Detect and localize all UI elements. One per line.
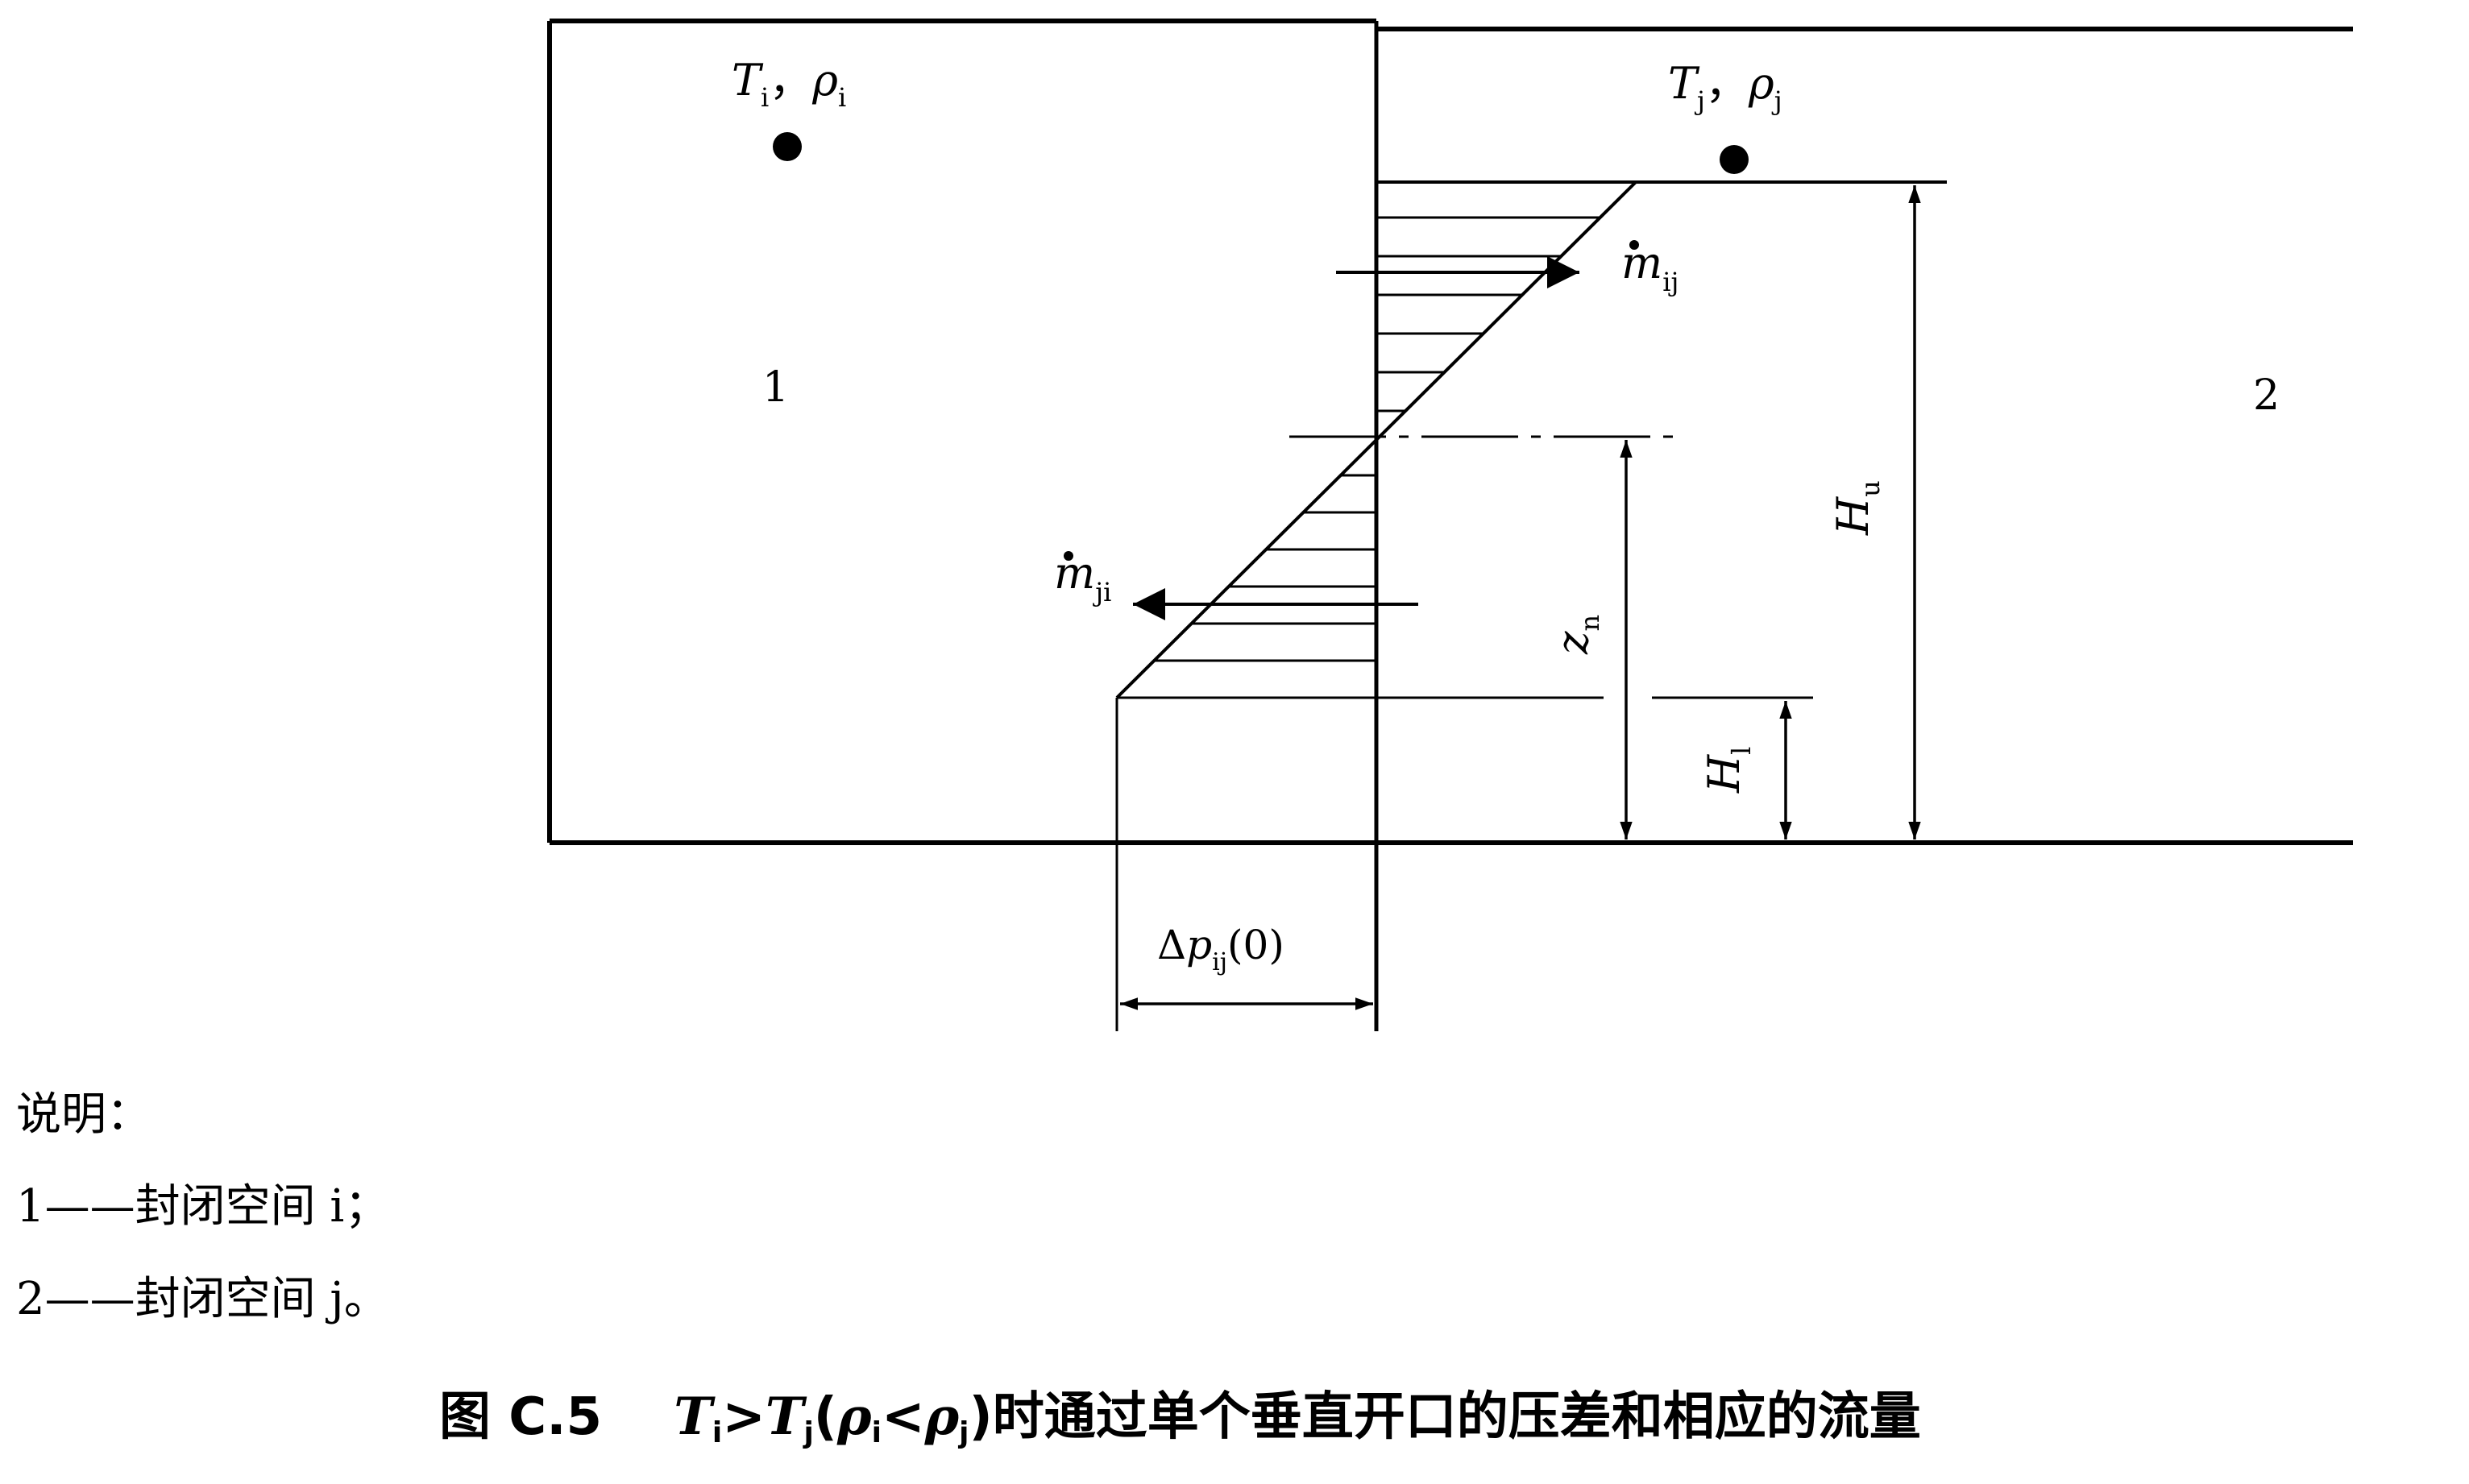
point-i-marker	[773, 132, 802, 161]
point-j-label: Tj，ρj	[1668, 58, 1782, 116]
zn-label: zn	[1547, 615, 1605, 655]
opening-pressure-diagram: 1 2 Ti，ρi Tj，ρj mij mji Hu zn Hl Δpij(0)	[547, 19, 2353, 1031]
svg-text:mij: mij	[1621, 238, 1679, 297]
svg-text:mji: mji	[1054, 548, 1111, 607]
hu-label: Hu	[1828, 480, 1886, 536]
dimension-lines	[1120, 185, 1921, 1010]
legend-title: 说明：	[16, 1088, 151, 1141]
pressure-hatching	[1154, 216, 1600, 662]
point-i-label: Ti，ρi	[732, 55, 846, 113]
room2-number: 2	[2253, 371, 2280, 420]
legend-item-1: 1——封闭空间 i；	[16, 1180, 390, 1233]
room1-number: 1	[762, 363, 789, 412]
flow-ij-label: mij	[1621, 238, 1679, 297]
enclosure-outline	[547, 19, 2353, 1031]
pressure-profile	[1115, 180, 1947, 1031]
dp-label: Δpij(0)	[1157, 922, 1284, 976]
flow-arrows	[1133, 256, 1579, 620]
figure-caption: 图 C.5 Ti>Tj(ρi<ρj)时通过单个垂直开口的压差和相应的流量	[439, 1387, 1921, 1449]
caption-figure-number: 图 C.5	[439, 1387, 603, 1447]
hl-label: Hl	[1699, 747, 1757, 794]
point-j-marker	[1720, 145, 1749, 174]
flow-ji-label: mji	[1054, 548, 1111, 607]
legend-item-2: 2——封闭空间 j。	[16, 1273, 389, 1325]
caption-text: 时通过单个垂直开口的压差和相应的流量	[992, 1387, 1921, 1447]
